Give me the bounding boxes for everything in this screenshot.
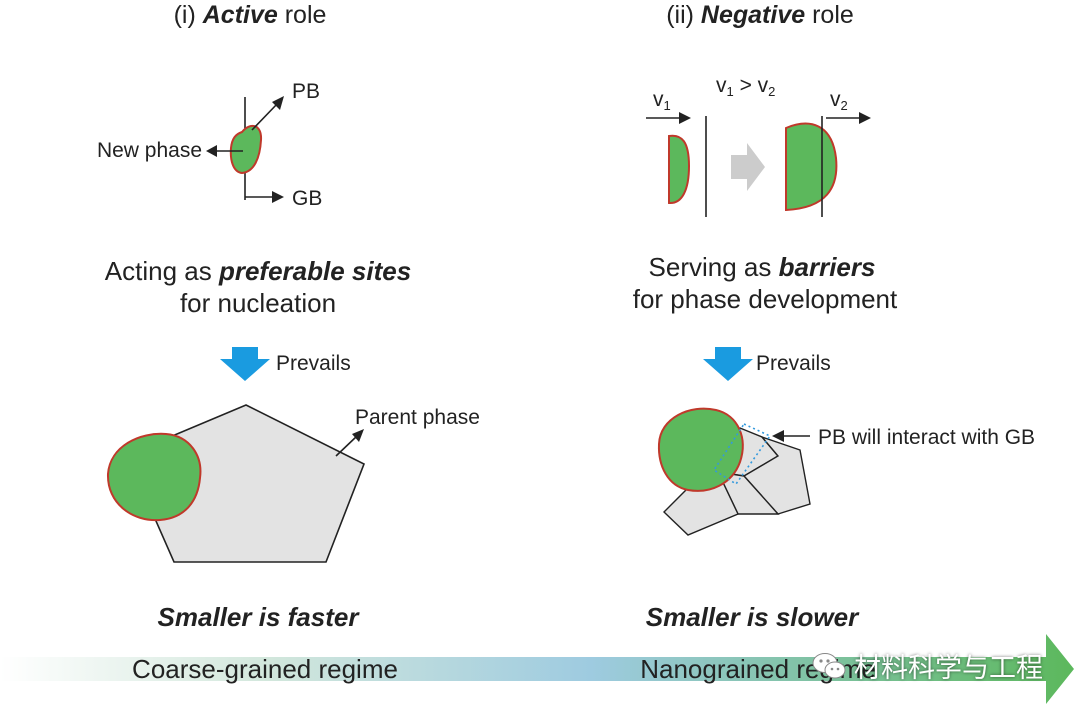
right-interaction-highlight-box	[712, 422, 772, 486]
left-pb-arrow-head	[272, 96, 284, 110]
parent-phase-arrow-line	[335, 435, 358, 457]
watermark-text: 材料科学与工程	[854, 653, 1043, 684]
left-gb-arrow-head	[272, 191, 284, 203]
right-phase-blob	[657, 407, 744, 492]
left-caption-line1: Acting as preferable sites	[105, 256, 411, 286]
right-prevails-arrow-icon	[703, 347, 753, 381]
right-initial-phase-sliver	[668, 134, 691, 205]
left-label-new-phase: New phase	[97, 139, 202, 162]
left-label-gb: GB	[292, 187, 322, 210]
right-caption-line2: for phase development	[633, 284, 898, 314]
left-prevails-arrow-icon	[220, 347, 270, 381]
right-grown-phase	[785, 122, 838, 212]
right-v1-label: v1	[653, 88, 671, 113]
left-new-phase-arrow-head	[206, 145, 217, 157]
right-v2-arrow-head	[859, 112, 871, 124]
right-caption-line1: Serving as barriers	[649, 252, 876, 282]
watermark: 材料科学与工程	[812, 646, 1043, 685]
left-prevails-label: Prevails	[276, 352, 351, 375]
right-prevails-label: Prevails	[756, 352, 831, 375]
parent-phase-arrow-head	[352, 429, 364, 442]
right-v1-arrow-head	[679, 112, 691, 124]
left-label-parent-phase: Parent phase	[355, 406, 480, 429]
coarse-grained-label: Coarse-grained regime	[132, 654, 398, 684]
right-v2-label: v2	[830, 88, 848, 113]
right-conclusion: Smaller is slower	[646, 602, 860, 632]
right-transition-arrow-icon	[731, 143, 765, 191]
regime-gradient-arrow	[0, 634, 1074, 704]
wechat-icon	[812, 652, 846, 678]
left-conclusion: Smaller is faster	[158, 602, 361, 632]
left-label-pb: PB	[292, 80, 320, 103]
left-pb-arrow-line	[251, 102, 279, 131]
left-caption-line2: for nucleation	[180, 288, 336, 318]
right-velocity-relation: v1 > v2	[716, 74, 775, 99]
right-title: (ii) Negative role	[666, 1, 854, 29]
right-label-interaction: PB will interact with GB	[818, 426, 1035, 449]
left-new-phase-nucleus	[229, 124, 263, 175]
left-new-phase-blob	[106, 432, 202, 522]
left-title: (i) Active role	[174, 1, 327, 29]
right-interaction-arrow-head	[772, 430, 784, 442]
